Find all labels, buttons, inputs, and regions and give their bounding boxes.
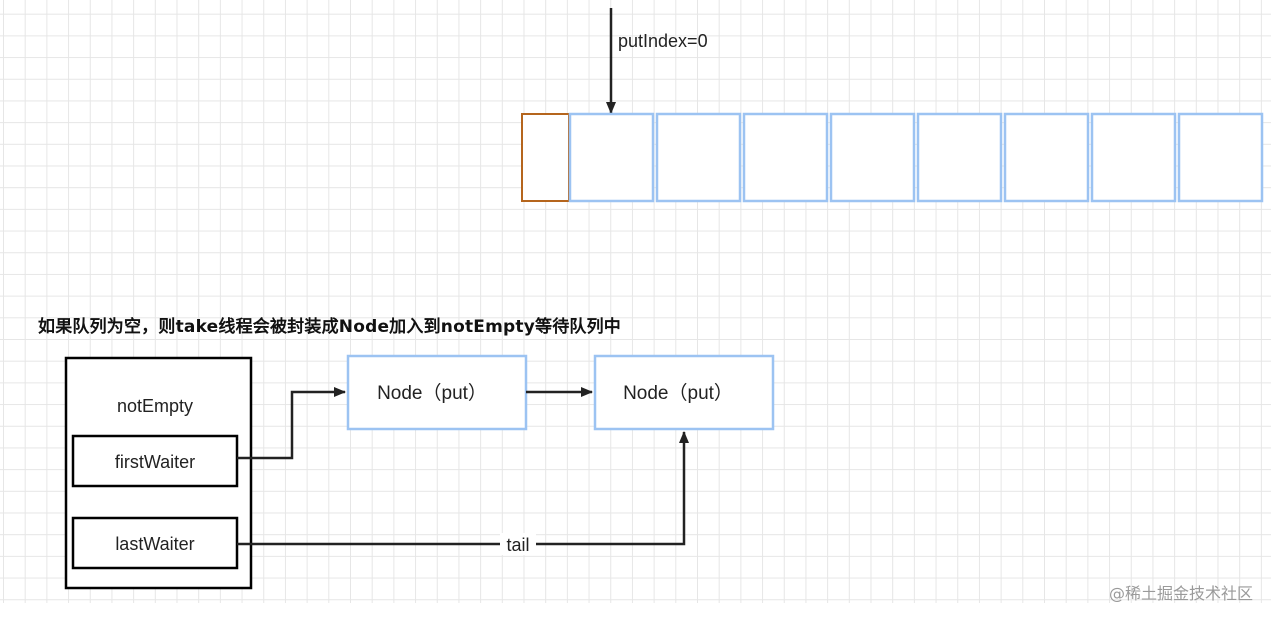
first-waiter-label: firstWaiter (115, 452, 195, 472)
array-cell (1003, 112, 1090, 203)
array-cell (829, 112, 916, 203)
array (521, 112, 1264, 203)
array-cell (1177, 112, 1264, 203)
diagram-heading: 如果队列为空，则take线程会被封装成Node加入到notEmpty等待队列中 (38, 317, 621, 337)
node-2-box (593, 354, 775, 431)
put-index-label: putIndex=0 (618, 31, 708, 51)
not-empty-title: notEmpty (117, 396, 193, 416)
array-cell-first (521, 113, 570, 202)
array-cell (655, 112, 742, 203)
first-waiter-edge (237, 387, 346, 460)
array-cell (568, 112, 655, 203)
bottom-strip (0, 603, 1271, 618)
node-2-label: Node（put） (623, 382, 733, 404)
node-1-label: Node（put） (377, 382, 487, 404)
watermark: @稀土掘金技术社区 (1108, 584, 1253, 603)
tail-label: tail (506, 535, 529, 555)
last-waiter-label: lastWaiter (115, 534, 194, 554)
node-1-box (346, 354, 528, 431)
array-cell (1090, 112, 1177, 203)
last-waiter-edge (237, 431, 689, 546)
array-cell (916, 112, 1003, 203)
tail-label-bg (500, 533, 536, 555)
last-waiter-box (71, 516, 239, 570)
array-cell (742, 112, 829, 203)
first-waiter-box (71, 434, 239, 488)
